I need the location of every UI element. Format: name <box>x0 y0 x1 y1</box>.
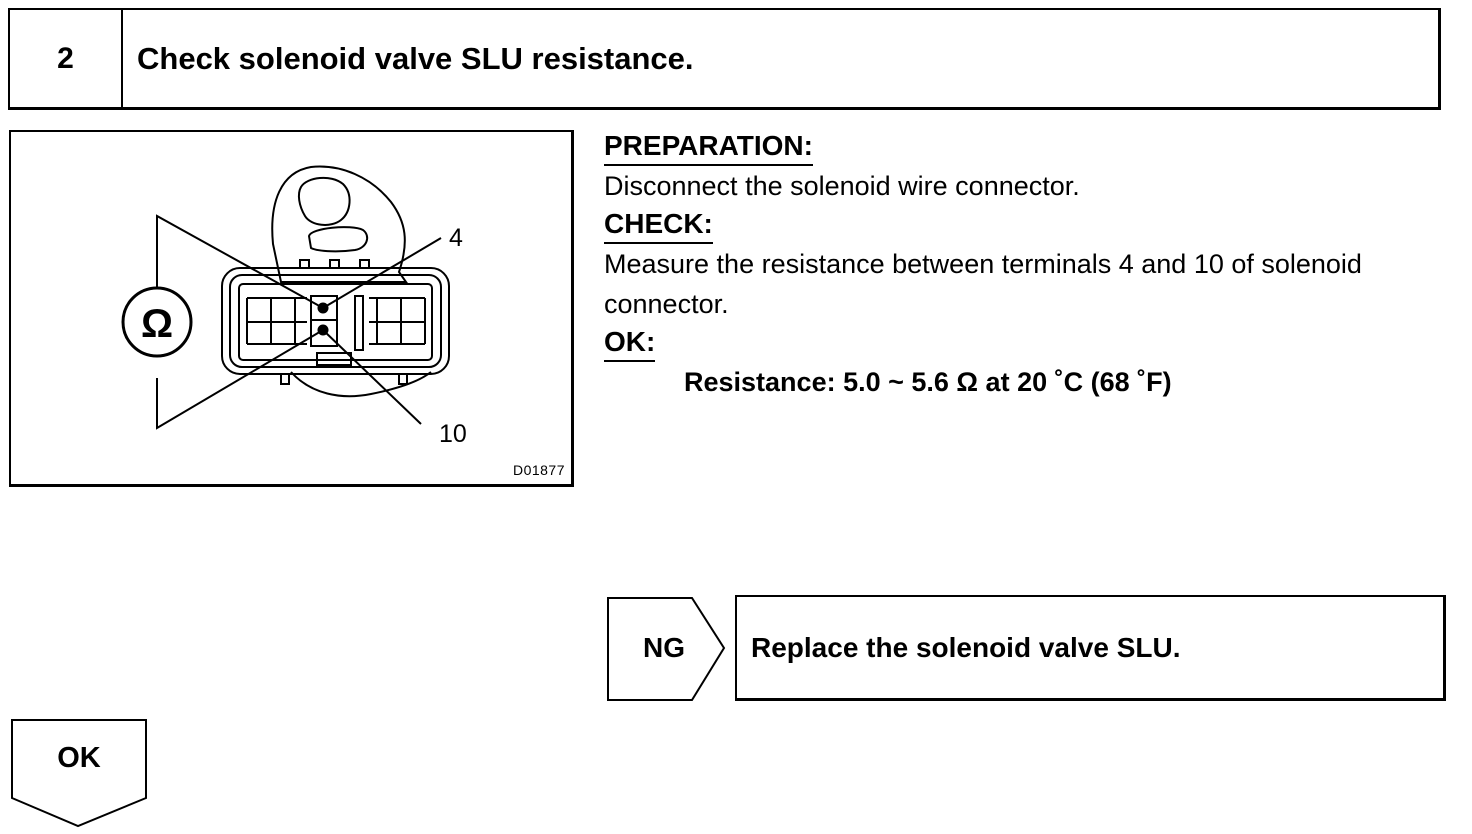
ohm-symbol-text: Ω <box>141 302 173 346</box>
ng-arrow-shape <box>607 597 726 701</box>
step-header: 2 Check solenoid valve SLU resistance. <box>8 8 1441 110</box>
callout-line-4 <box>322 237 442 309</box>
resistance-spec: Resistance: 5.0 ~ 5.6 Ω at 20 ˚C (68 ˚F) <box>684 367 1172 397</box>
ok-heading: OK: <box>604 324 656 362</box>
ok-arrow-shape <box>11 719 147 828</box>
preparation-text: Disconnect the solenoid wire connector. <box>604 171 1080 201</box>
terminal-label-4: 4 <box>449 224 463 252</box>
step-title: Check solenoid valve SLU resistance. <box>137 40 694 76</box>
terminal-4 <box>317 302 329 314</box>
connector-diagram-drawing: Ω <box>121 165 450 430</box>
probe-lead-bottom <box>156 329 324 430</box>
ng-label: NG <box>643 632 685 663</box>
terminal-label-10: 10 <box>439 420 467 448</box>
callout-line-10 <box>322 329 422 425</box>
check-heading: CHECK: <box>604 206 713 244</box>
step-number: 2 <box>10 10 123 107</box>
ok-branch-label: OK <box>57 741 101 774</box>
check-text-line2: connector. <box>604 289 729 319</box>
procedure-text: PREPARATION: Disconnect the solenoid wir… <box>604 128 1464 402</box>
solenoid-bracket <box>271 165 408 283</box>
ng-action-text: Replace the solenoid valve SLU. <box>751 631 1181 663</box>
ng-action-box: Replace the solenoid valve SLU. <box>735 595 1446 701</box>
connector-diagram: Ω 4 10 D01877 <box>9 130 574 487</box>
ohmmeter-symbol <box>121 286 193 358</box>
preparation-heading: PREPARATION: <box>604 128 813 166</box>
figure-code: D01877 <box>512 462 565 478</box>
terminal-10 <box>317 324 329 336</box>
check-text-line1: Measure the resistance between terminals… <box>604 249 1362 279</box>
